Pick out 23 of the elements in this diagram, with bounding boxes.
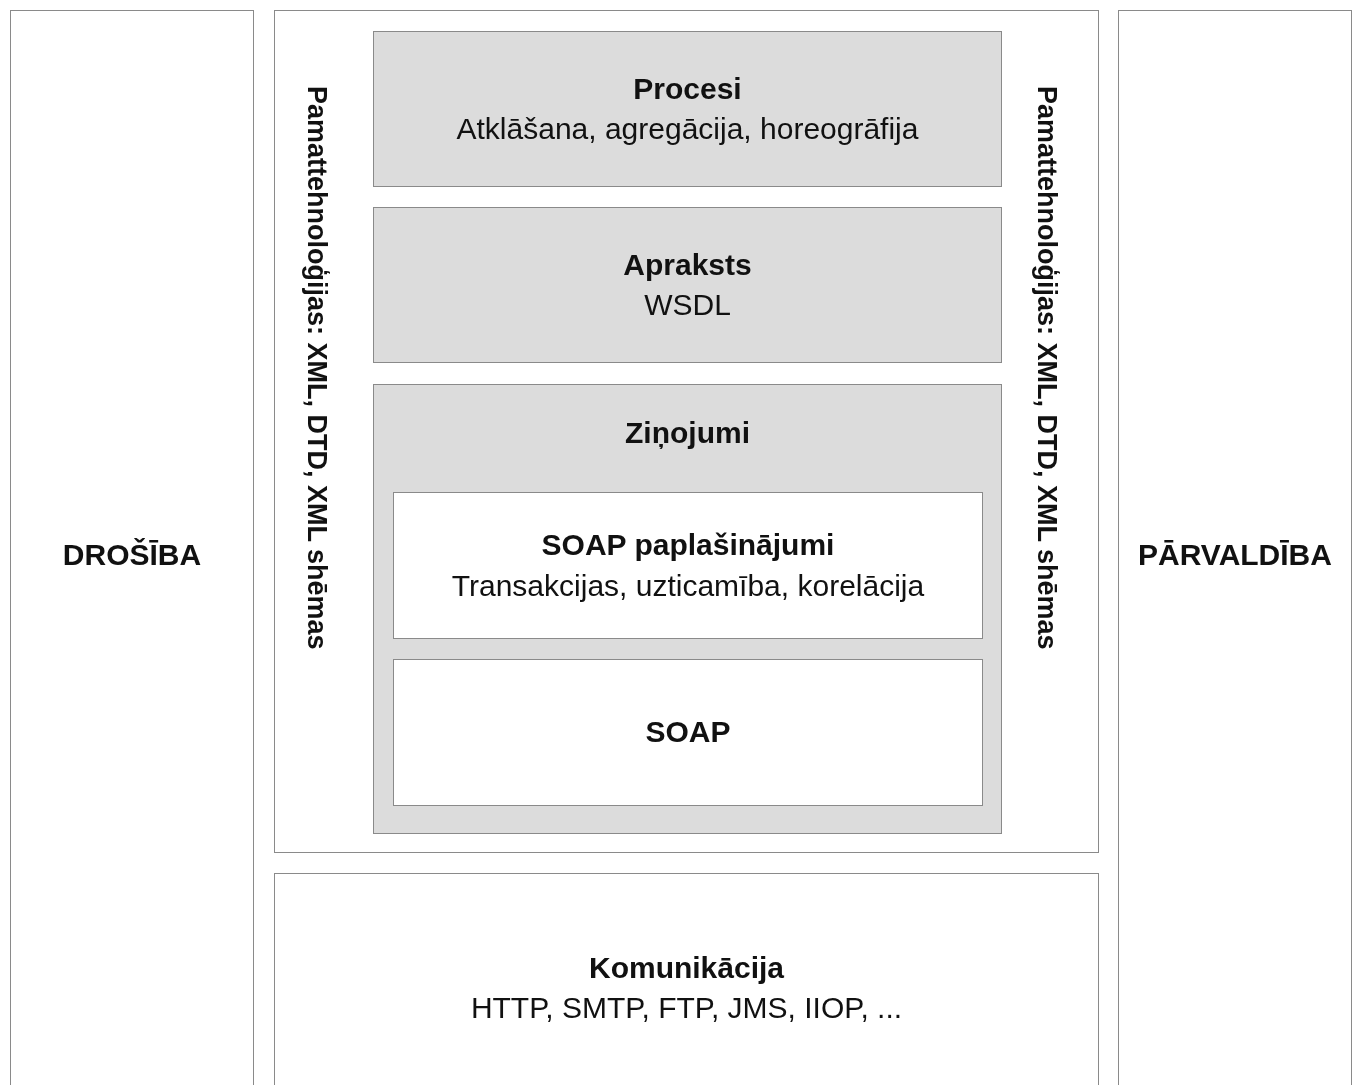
layer-title: PĀRVALDĪBA <box>1138 536 1332 573</box>
layer-title: Procesi <box>633 70 742 107</box>
layer-box <box>373 31 1002 187</box>
layer-title: SOAP <box>645 714 731 751</box>
vertical-label: Pamattehnoloģijas: XML, DTD, XML shēmas <box>301 86 332 650</box>
layer-box <box>373 207 1002 363</box>
layer-title: Ziņojumi <box>625 415 750 451</box>
layer-box <box>373 384 1002 834</box>
layer-title: Apraksts <box>623 246 752 283</box>
layer-box <box>393 492 983 639</box>
layer-container <box>274 10 1099 853</box>
vertical-label: Pamattehnoloģijas: XML, DTD, XML shēmas <box>1031 86 1062 650</box>
layer-title: SOAP paplašinājumi <box>541 527 835 563</box>
layer-title: Komunikācija <box>588 949 785 986</box>
layer-box <box>274 873 1099 1085</box>
layer-description: HTTP, SMTP, FTP, JMS, IIOP, ... <box>470 990 903 1026</box>
layer-title: DROŠĪBA <box>62 536 202 573</box>
layer-description: WSDL <box>644 287 731 323</box>
layer-description: Atklāšana, agregācija, horeogrāfija <box>456 111 919 147</box>
layer-box <box>393 659 983 806</box>
layer-description: Transakcijas, uzticamība, korelācija <box>451 567 925 604</box>
side-panel <box>1118 10 1352 1085</box>
side-panel <box>10 10 254 1085</box>
